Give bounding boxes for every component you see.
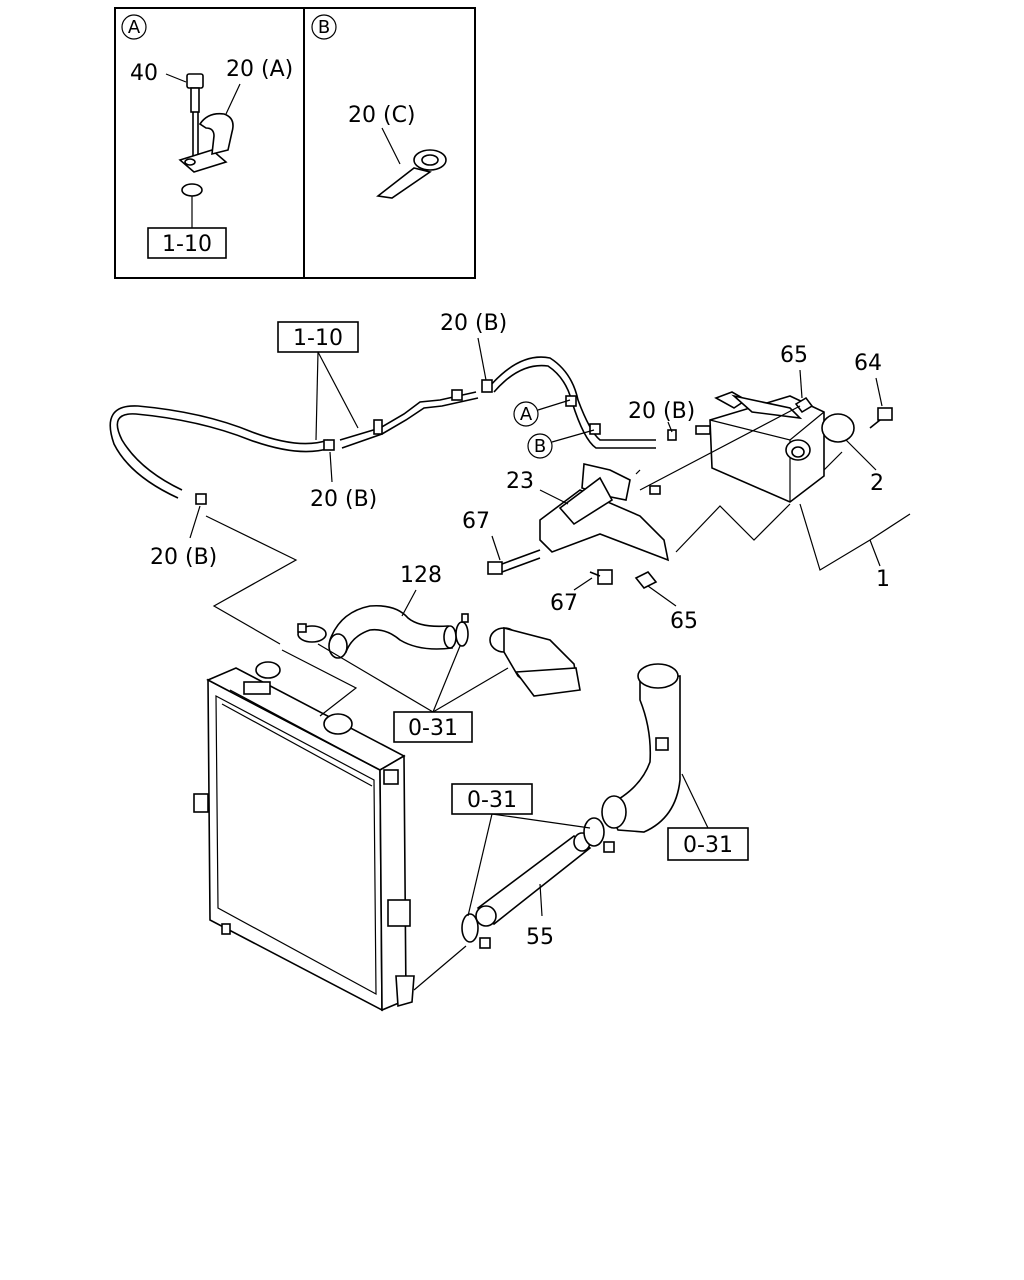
inset-a-ref-label: 1-10 [162, 232, 212, 257]
inset-a: A 40 20 (A) 1-10 [121, 14, 293, 259]
ref-clamps-lower: 0-31 [451, 783, 591, 917]
bolt-top-label: 64 [854, 351, 882, 376]
lower-pipe-part [601, 663, 681, 833]
clip-part-20a [178, 112, 234, 173]
clamp-lower-left [461, 913, 491, 949]
inset-b-marker: B [318, 17, 330, 38]
cap-part [821, 413, 855, 443]
nut-top-part [794, 396, 814, 414]
inset-b: B 20 (C) [311, 14, 447, 199]
clamp-lower-right [583, 817, 615, 853]
svg-text:A: A [520, 404, 533, 425]
ref-pipe: 0-31 [667, 773, 749, 861]
nut-lower-part [634, 570, 658, 590]
clip-b-left-label: 20 (B) [150, 545, 217, 570]
upper-hose-label: 128 [400, 563, 442, 588]
clip-part-20c [376, 149, 447, 199]
bracket-part-23 [539, 405, 801, 562]
svg-text:B: B [534, 436, 546, 457]
bolt-top-part [869, 407, 893, 429]
clamp-upper-right [455, 613, 469, 647]
inset-b-clip-label: 20 (C) [348, 103, 416, 128]
inset-a-marker: A [128, 17, 141, 38]
clip-b-right-label: 20 (B) [628, 399, 695, 424]
marker-b: B [527, 429, 595, 459]
bracket-label: 23 [506, 469, 534, 494]
reservoir-tank-part [695, 391, 825, 503]
nut-lower-label: 65 [670, 609, 698, 634]
washer-part [181, 183, 203, 197]
inset-frame [114, 7, 476, 279]
bolt-lower-label: 67 [550, 591, 578, 616]
bolt-lower-part [589, 569, 613, 585]
cap-label: 2 [870, 471, 884, 496]
lower-hose-part-55 [475, 832, 592, 927]
radiator-part [193, 661, 415, 1012]
bolt-left-label: 67 [462, 509, 490, 534]
upper-hose-part-128 [328, 604, 457, 659]
ref-clamps-upper-label: 0-31 [408, 716, 458, 741]
inset-a-ref-box [147, 227, 227, 259]
inset-a-bolt-label: 40 [130, 61, 158, 86]
ref-clamps-lower-label: 0-31 [467, 788, 517, 813]
ref-hose-top-label: 1-10 [293, 326, 343, 351]
bolt-left-part [487, 549, 541, 575]
ref-pipe-label: 0-31 [683, 833, 733, 858]
nut-top-label: 65 [780, 343, 808, 368]
clip-b-mid-label: 20 (B) [310, 487, 377, 512]
ref-clamps-upper: 0-31 [317, 643, 509, 743]
inset-a-clip-label: 20 (A) [226, 57, 293, 82]
lower-hose-label: 55 [526, 925, 554, 950]
clamp-upper-left [297, 623, 327, 643]
clip-b-top-label: 20 (B) [440, 311, 507, 336]
ref-hose-top: 1-10 [277, 321, 359, 441]
overflow-hose [109, 356, 656, 499]
tank-label: 1 [876, 567, 890, 592]
thermostat-housing-part [489, 626, 581, 697]
marker-a: A [513, 399, 571, 427]
